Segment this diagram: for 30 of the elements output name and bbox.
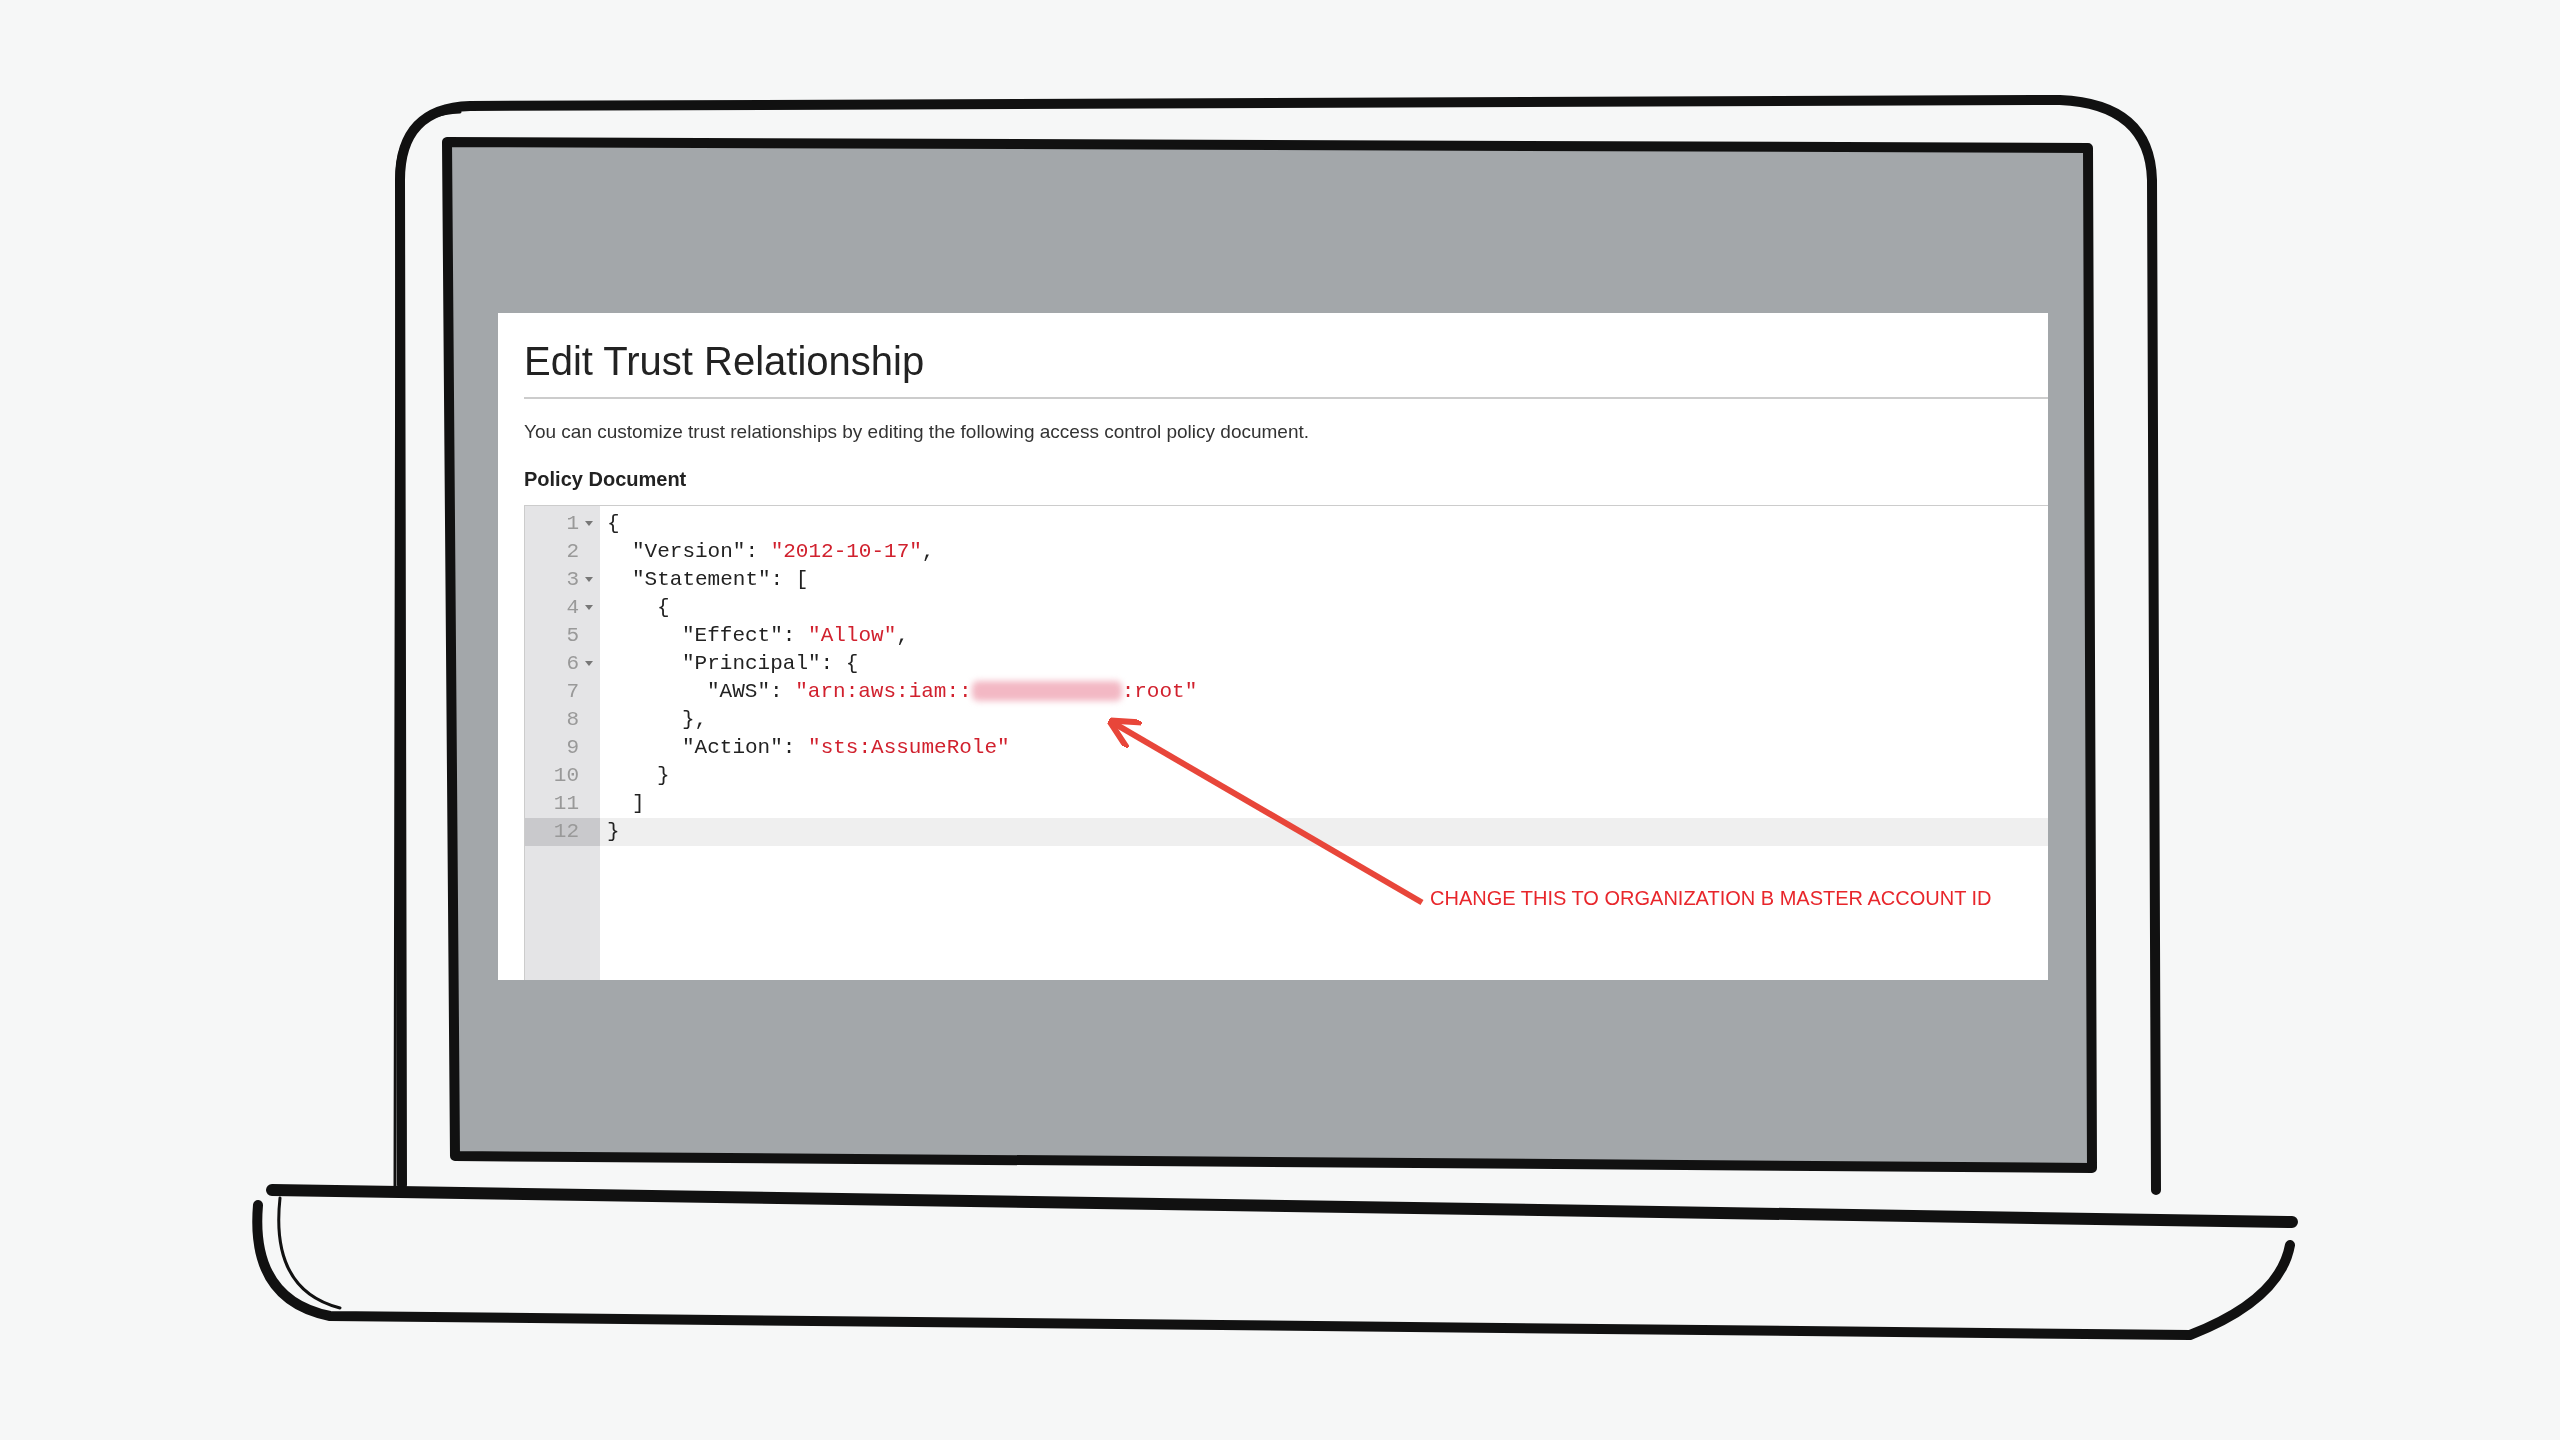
- code-line: }: [657, 763, 670, 789]
- line-number: 9: [565, 735, 579, 761]
- code-line: ]: [632, 791, 645, 817]
- line-number: 11: [552, 791, 579, 817]
- section-heading: Policy Document: [524, 468, 687, 491]
- code-line: "Version": "2012-10-17",: [632, 539, 935, 565]
- line-number: 5: [565, 623, 579, 649]
- code-line: "Action": "sts:AssumeRole": [682, 735, 1010, 761]
- code-line: {: [607, 511, 620, 537]
- code-line: "AWS": "arn:aws:iam::: [707, 680, 972, 703]
- line-number: 2: [565, 539, 579, 565]
- code-line: "Effect": "Allow",: [682, 623, 909, 649]
- code-line: },: [682, 707, 708, 733]
- line-number: 1: [565, 511, 579, 537]
- line-number: 7: [565, 679, 579, 705]
- arrow: [1105, 717, 1424, 906]
- line-number: 3: [565, 567, 579, 593]
- code-line: "Principal": {: [682, 651, 859, 677]
- line-number: 8: [565, 707, 579, 733]
- line-number: 10: [552, 763, 579, 789]
- code-line: }: [607, 819, 620, 845]
- annotation-text: CHANGE THIS TO ORGANIZATION B MASTER ACCOUNT ID: [1430, 887, 1992, 910]
- blurred-account-id: [971, 681, 1122, 702]
- description-text: You can customize trust relationships by editing the following access control policy document.: [524, 421, 1310, 443]
- page-title: Edit Trust Relationship: [524, 339, 925, 384]
- code-line: {: [657, 595, 670, 621]
- code-line: "Statement": [: [632, 567, 809, 593]
- code-line: :root": [1121, 680, 1198, 703]
- line-number: 4: [565, 595, 579, 621]
- line-number: 6: [565, 651, 579, 677]
